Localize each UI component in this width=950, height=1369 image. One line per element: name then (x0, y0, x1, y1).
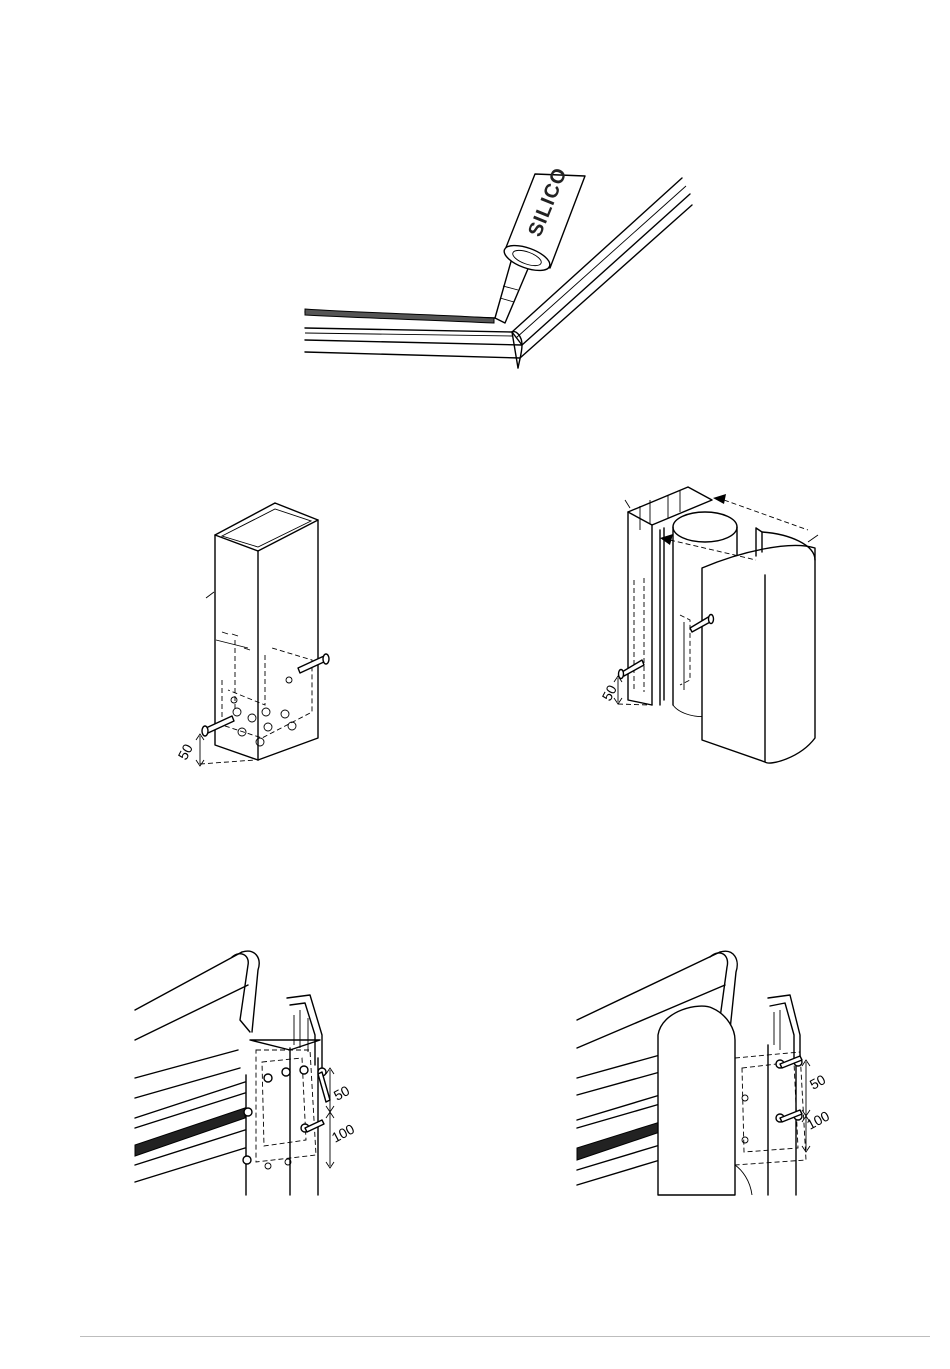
screw-right (298, 654, 329, 673)
cylinder-cover (658, 1006, 752, 1195)
fig-rail-mount-right: 50 100 (577, 951, 832, 1195)
fig-square-post: 50 (175, 503, 329, 766)
screw-left (202, 716, 234, 736)
footer-rule (80, 1336, 930, 1337)
dim-fig5-top: 50 (807, 1071, 828, 1093)
fig-silicone-application: SILICO (305, 164, 692, 368)
dim-fig3-height: 50 (599, 682, 621, 703)
silicone-cartridge: SILICO (501, 164, 585, 275)
screw-left (619, 660, 645, 679)
fig-round-cover: 50 (599, 487, 818, 763)
dim-fig4-top: 50 (331, 1082, 352, 1104)
dim-fig2-height: 50 (175, 741, 197, 762)
mount-screws (742, 1056, 802, 1143)
dim-fig4-spacing: 100 (329, 1120, 357, 1145)
outer-cover (702, 528, 815, 763)
dim-fig5-spacing: 100 (804, 1107, 832, 1132)
bracket-holes (231, 677, 296, 746)
fig-rail-mount-left: 50 100 (135, 951, 357, 1195)
